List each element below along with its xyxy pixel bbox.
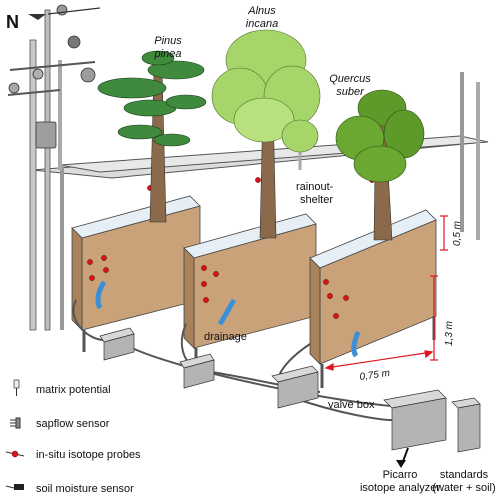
tree-label-quercus-line2: suber — [336, 86, 365, 98]
standards-box — [451, 397, 481, 453]
legend-isotope-probes: in-situ isotope probes — [36, 449, 141, 461]
dimension-lines — [324, 215, 448, 371]
sapflow-sensor-icon — [10, 417, 21, 429]
matrix-potential-icon — [13, 379, 20, 396]
soil-moisture-sensor-icon — [5, 484, 24, 490]
tree-pinus-pinea — [97, 50, 207, 223]
legend-soil-moisture-sensor: soil moisture sensor — [36, 483, 134, 495]
probe-markers — [87, 177, 375, 319]
legend-sapflow-sensor: sapflow sensor — [36, 418, 110, 430]
small-box-2 — [179, 353, 215, 389]
drain-pipe-icon — [351, 331, 361, 358]
small-box-1 — [99, 327, 135, 361]
legend-matrix-potential: matrix potential — [36, 384, 111, 396]
anemometer-cup-icon — [80, 67, 96, 83]
lysimeter-box-3 — [309, 209, 437, 388]
standards-label-line2: (water + soil) — [432, 482, 495, 494]
lysimeter-box-2 — [183, 213, 317, 370]
valve-box-label: valve box — [328, 399, 375, 411]
drainage-label: drainage — [204, 331, 247, 343]
radiation-shield-icon — [35, 121, 57, 149]
tree-label-alnus-line1: Alnus — [247, 5, 276, 17]
weather-mast — [7, 4, 101, 331]
tree-label-quercus-line1: Quercus — [329, 73, 371, 85]
rainout-label-line1: rainout- — [296, 181, 334, 193]
lysimeter-box-1 — [71, 195, 201, 352]
dimension-height-box: 1,3 m — [444, 321, 455, 346]
picarro-label-line2: isotope analyzer — [360, 482, 440, 494]
drain-pipe-icon — [217, 298, 237, 326]
isotope-probe-icon — [5, 450, 25, 458]
picarro-label-line1: Picarro — [383, 469, 418, 481]
dimension-height-top: 0,5 m — [452, 221, 463, 246]
dimension-width: 0,75 m — [359, 368, 391, 383]
tree-label-alnus-line2: incana — [246, 18, 278, 30]
standards-label-line1: standards — [440, 469, 489, 481]
tree-label-pinus-line2: pinea — [154, 48, 182, 60]
rainout-label-line2: shelter — [300, 194, 333, 206]
tree-quercus-suber — [335, 89, 425, 241]
picarro-analyzer-box — [383, 389, 447, 468]
drain-pipe-icon — [95, 280, 107, 310]
tree-label-pinus-line1: Pinus — [154, 35, 182, 47]
valve-box — [271, 365, 319, 409]
tree-alnus-incana — [211, 29, 321, 239]
legend: matrix potential sapflow sensor in-situ … — [5, 379, 141, 495]
compass-north-label: N — [6, 12, 19, 32]
